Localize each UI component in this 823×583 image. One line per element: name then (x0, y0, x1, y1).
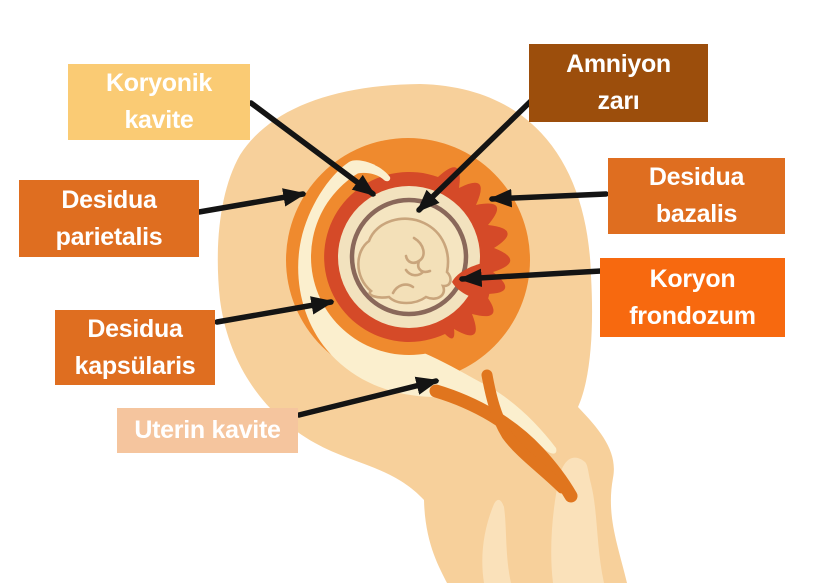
arrow-uterin-kavite (296, 376, 440, 418)
arrow-koryonik-kavite (248, 100, 376, 197)
label-line-1: Desidua (61, 185, 157, 214)
label-line-2: bazalis (655, 200, 738, 228)
uterine-cavity-comma (341, 161, 391, 182)
vaginal-canal-highlight (482, 499, 511, 583)
arrow-desidua-kapsularis (214, 296, 335, 325)
label-line-1: Koryon (649, 264, 736, 293)
pointer-arrows (196, 98, 609, 418)
arrow-desidua-bazalis (488, 188, 609, 208)
arrow-amniyon-zari (416, 98, 534, 213)
label-line-1: Koryonik (106, 69, 212, 97)
label-line-1: Uterin kavite (134, 416, 281, 444)
label-amniyon-zari: Amniyon zarı (529, 44, 708, 122)
embryo-arm (416, 259, 432, 274)
arrow-desidua-parietalis (196, 188, 307, 215)
label-koryon-frondozum: Koryon frondozum (600, 258, 785, 337)
embryo-body (357, 217, 452, 305)
label-line-2: parietalis (55, 222, 163, 251)
label-desidua-kapsularis: Desidua kapsülaris (55, 310, 215, 385)
embryo-hand (404, 268, 425, 277)
embryo-leg (391, 283, 415, 295)
label-line-1: Desidua (87, 314, 183, 343)
label-line-1: Desidua (648, 163, 745, 191)
label-line-2: zarı (597, 87, 640, 115)
label-desidua-bazalis: Desidua bazalis (608, 158, 785, 234)
arrow-koryon-frondozum (458, 268, 604, 288)
cervical-canal-wall-right (481, 369, 568, 494)
label-koryonik-kavite: Koryonik kavite (68, 64, 250, 140)
label-desidua-parietalis: Desidua parietalis (19, 180, 199, 257)
embryo (357, 217, 452, 305)
label-line-1: Amniyon (566, 50, 671, 78)
uterine-cavity (298, 160, 557, 454)
label-uterin-kavite: Uterin kavite (117, 408, 298, 453)
label-line-2: kapsülaris (74, 351, 196, 380)
label-line-2: frondozum (629, 301, 756, 330)
label-line-2: kavite (124, 106, 194, 134)
